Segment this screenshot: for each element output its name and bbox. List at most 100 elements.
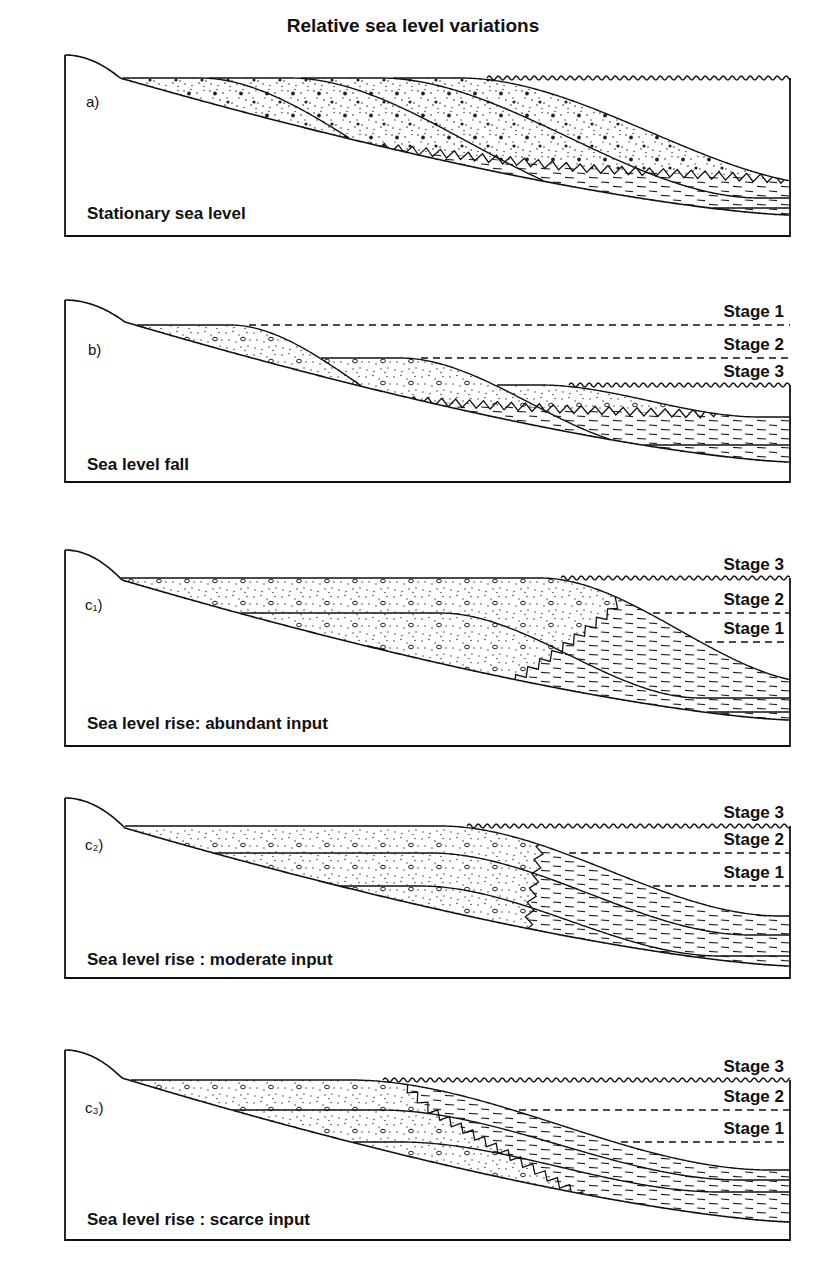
mud-facies <box>395 1072 800 1245</box>
former-sea-level <box>705 641 790 642</box>
body-surface <box>301 78 789 198</box>
former-sea-level <box>653 612 790 613</box>
body-surface <box>241 613 789 698</box>
cross-section <box>65 798 800 990</box>
stage-label: Stage 3 <box>724 362 784 382</box>
stage-label: Stage 3 <box>724 1057 784 1077</box>
label-slot: Stage 3 <box>724 555 784 575</box>
body-surface <box>321 358 609 439</box>
label-slot: Stage 2 <box>724 830 784 850</box>
label-slot: Sea level rise: abundant input <box>87 714 328 734</box>
cross-section <box>65 300 795 500</box>
bedding-surfaces <box>121 578 789 712</box>
former-sea-level <box>569 852 790 853</box>
label-slot: c₂) <box>85 836 103 854</box>
stage-label: Stage 2 <box>724 830 784 850</box>
section-frame <box>65 300 790 482</box>
basement-line <box>65 55 789 215</box>
interfingering <box>397 1072 640 1245</box>
section-frame <box>65 550 790 746</box>
panel-title: Sea level rise: abundant input <box>87 714 328 734</box>
stage-label: Stage 1 <box>724 619 784 639</box>
body-surface <box>645 444 789 445</box>
former-sea-level <box>621 1141 790 1142</box>
interfingering <box>370 142 795 183</box>
label-slot: Stage 1 <box>724 1119 784 1139</box>
figure-title: Relative sea level variations <box>287 15 539 38</box>
body-surface <box>233 1110 789 1180</box>
mud-area <box>330 396 795 500</box>
sea-level-wave <box>569 383 790 387</box>
label-slot: Stage 2 <box>724 1087 784 1107</box>
basement-line <box>65 300 789 462</box>
cross-section <box>65 550 795 760</box>
panel-title: Sea level rise : moderate input <box>87 950 333 970</box>
mud-area <box>370 146 795 260</box>
body-surface <box>137 325 361 386</box>
panel-title: Stationary sea level <box>87 204 246 224</box>
label-slot: b) <box>88 341 101 359</box>
label-slot: Stage 3 <box>724 1057 784 1077</box>
basement-line <box>65 798 789 966</box>
stage-label: Stage 3 <box>724 803 784 823</box>
label-slot: Sea level rise : moderate input <box>87 950 333 970</box>
mud-area <box>395 1075 800 1245</box>
body-surface <box>131 1080 789 1170</box>
label-slot: c₁) <box>85 596 103 614</box>
body-surface <box>713 207 789 208</box>
panel-letter: c₁) <box>85 596 103 614</box>
stage-label: Stage 2 <box>724 1087 784 1107</box>
section-frame <box>65 55 790 236</box>
body-surface <box>209 78 543 180</box>
label-slot: a) <box>86 93 99 111</box>
label-slot: Relative sea level variations <box>287 15 539 38</box>
bedding-surfaces <box>125 826 789 956</box>
panel-letter: b) <box>88 341 101 359</box>
stage-label: Stage 1 <box>724 302 784 322</box>
label-slot: Stage 3 <box>724 362 784 382</box>
former-sea-level <box>421 357 790 358</box>
mud-area <box>420 570 795 760</box>
label-slot: Stage 1 <box>724 619 784 639</box>
label-slot: Sea level fall <box>87 455 189 475</box>
cross-section <box>65 1050 800 1245</box>
body-surface <box>123 78 349 138</box>
stage-label: Stage 3 <box>724 555 784 575</box>
body-surface <box>707 711 789 712</box>
basement-line <box>65 550 789 720</box>
mud-facies <box>370 142 795 260</box>
interfingering <box>519 816 549 990</box>
label-slot: Stage 3 <box>724 803 784 823</box>
panel-title: Sea level fall <box>87 455 189 475</box>
stage-label: Stage 2 <box>724 590 784 610</box>
body-surface <box>341 886 789 956</box>
sea-level-wave <box>487 76 790 80</box>
former-sea-level <box>653 885 790 886</box>
sea-level-wave <box>383 1078 790 1082</box>
former-sea-level <box>249 324 790 325</box>
sea-level-wave <box>467 824 790 828</box>
label-slot: Sea level rise : scarce input <box>87 1210 310 1230</box>
panel-letter: c₂) <box>85 836 103 854</box>
panel-letter: a) <box>86 93 99 111</box>
mud-facies <box>330 392 795 500</box>
body-surface <box>125 826 789 916</box>
bedding-surfaces <box>123 78 789 208</box>
stage-label: Stage 2 <box>724 335 784 355</box>
sea-level-wave <box>561 576 790 580</box>
body-surface <box>497 385 789 417</box>
former-sea-level <box>519 1109 790 1110</box>
cross-section <box>65 55 795 260</box>
label-slot: Stage 2 <box>724 590 784 610</box>
section-frame <box>65 798 790 978</box>
body-surface <box>121 578 789 679</box>
label-slot: Stationary sea level <box>87 204 246 224</box>
label-slot: c₃) <box>85 1099 104 1117</box>
section-frame <box>65 1050 790 1240</box>
basement-line <box>65 1050 789 1222</box>
bedding-surfaces <box>137 325 789 445</box>
panel-letter: c₃) <box>85 1099 104 1117</box>
mud-facies <box>420 570 795 760</box>
